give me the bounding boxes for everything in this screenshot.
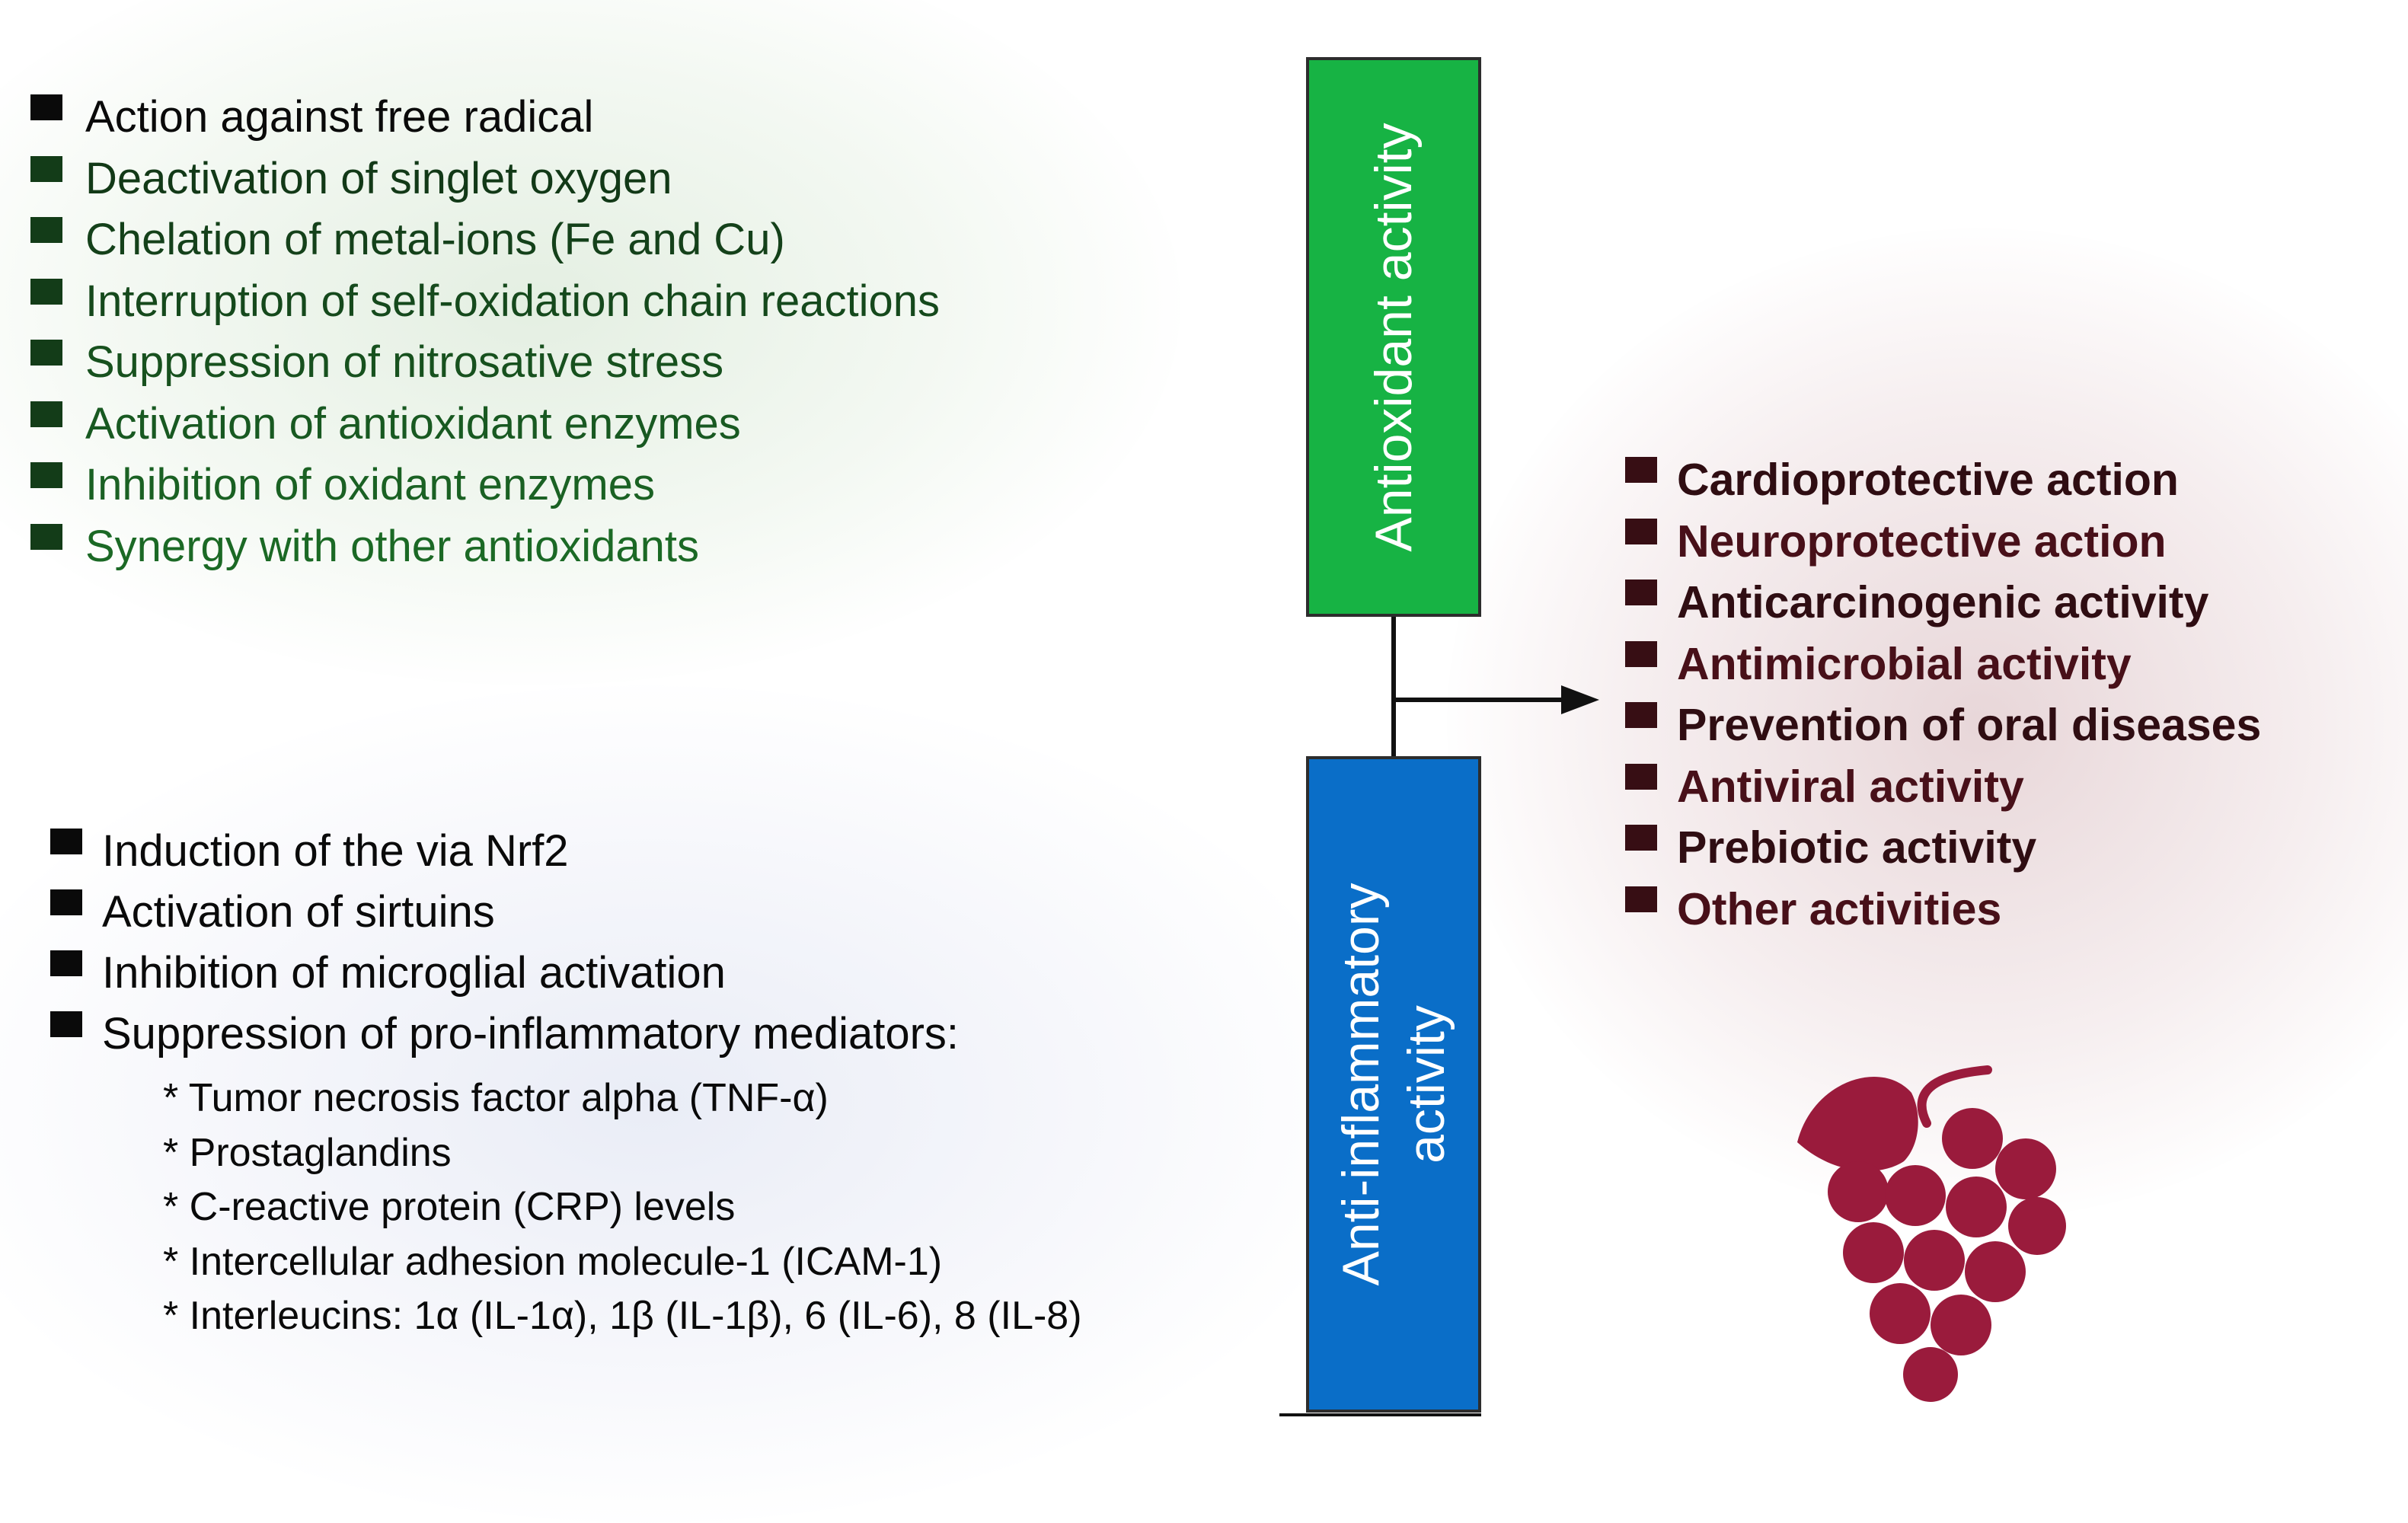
square-bullet-icon (30, 401, 62, 427)
square-bullet-icon (1625, 825, 1657, 851)
list-item: * Intercellular adhesion molecule-1 (ICA… (163, 1239, 943, 1284)
list-item: Interruption of self-oxidation chain rea… (30, 274, 940, 336)
antioxidant-item: Deactivation of singlet oxygen (85, 153, 672, 203)
grape-berry (1942, 1108, 2003, 1169)
list-item: * C-reactive protein (CRP) levels (163, 1185, 736, 1229)
grape-berry (1885, 1165, 1946, 1226)
square-bullet-icon (50, 829, 82, 854)
list-item: Deactivation of singlet oxygen (30, 152, 940, 213)
grape-berry (2008, 1197, 2066, 1255)
grape-leaf (1797, 1077, 1918, 1171)
antioxidant-activity-box: Antioxidant activity (1306, 57, 1481, 617)
list-item: Activation of sirtuins (50, 885, 959, 946)
list-item: Induction of the via Nrf2 (50, 824, 959, 885)
square-bullet-icon (30, 155, 62, 182)
effect-item: Cardioprotective action (1677, 455, 2179, 505)
arrow-head-icon (1561, 685, 1599, 714)
antioxidant-mechanisms-list: Action against free radical Deactivation… (30, 90, 940, 580)
square-bullet-icon (30, 523, 62, 550)
effect-item: Prevention of oral diseases (1677, 700, 2262, 750)
square-bullet-icon (1625, 886, 1657, 912)
list-item: Antiviral activity (1625, 759, 2261, 821)
grape-berry (1946, 1177, 2007, 1237)
grape-berry (1995, 1138, 2056, 1199)
list-item: Suppression of nitrosative stress (30, 335, 940, 397)
effect-item: Antiviral activity (1677, 761, 2024, 812)
square-bullet-icon (1625, 580, 1657, 605)
square-bullet-icon (30, 94, 62, 120)
effect-item: Other activities (1677, 883, 2002, 934)
list-item: Action against free radical (30, 90, 940, 152)
list-item: Suppression of pro-inflammatory mediator… (50, 1007, 959, 1068)
list-item: Prebiotic activity (1625, 820, 2261, 882)
grape-berry (1843, 1222, 1904, 1283)
antioxidant-item: Action against free radical (85, 92, 594, 142)
square-bullet-icon (30, 217, 62, 243)
list-item: Prevention of oral diseases (1625, 698, 2261, 759)
square-bullet-icon (30, 278, 62, 305)
list-item: Activation of antioxidant enzymes (30, 397, 940, 458)
effect-item: Antimicrobial activity (1677, 638, 2132, 689)
antioxidant-item: Inhibition of oxidant enzymes (85, 460, 655, 509)
antioxidant-item: Chelation of metal-ions (Fe and Cu) (85, 215, 785, 264)
square-bullet-icon (1625, 640, 1657, 667)
list-item: Inhibition of oxidant enzymes (30, 458, 940, 519)
effect-item: Prebiotic activity (1677, 822, 2037, 873)
antioxidant-item: Interruption of self-oxidation chain rea… (85, 276, 940, 326)
effect-item: Neuroprotective action (1677, 516, 2167, 567)
grape-icon (1797, 1065, 2066, 1402)
grape-berry (1931, 1295, 1991, 1355)
list-item: Neuroprotective action (1625, 514, 2261, 576)
list-item: * Tumor necrosis factor alpha (TNF-α) (163, 1076, 829, 1120)
grape-berry (1828, 1161, 1889, 1222)
square-bullet-icon (30, 462, 62, 488)
list-item: Cardioprotective action (1625, 452, 2261, 514)
anti-inflammatory-activity-label: Anti-inflammatory activity (1332, 883, 1455, 1286)
anti-inflammatory-item: Induction of the via Nrf2 (102, 826, 569, 876)
anti-inflammatory-mechanisms-list: Induction of the via Nrf2 Activation of … (50, 824, 959, 1068)
list-item: Other activities (1625, 882, 2261, 943)
antioxidant-item: Suppression of nitrosative stress (85, 337, 724, 387)
grape-berry (1870, 1283, 1931, 1344)
grape-berry (1965, 1241, 2026, 1302)
square-bullet-icon (1625, 457, 1657, 483)
square-bullet-icon (1625, 518, 1657, 544)
list-item: Chelation of metal-ions (Fe and Cu) (30, 212, 940, 274)
square-bullet-icon (1625, 702, 1657, 728)
square-bullet-icon (50, 950, 82, 976)
grape-berry (1903, 1347, 1958, 1402)
grape-berry (1904, 1230, 1965, 1291)
effect-item: Anticarcinogenic activity (1677, 577, 2209, 627)
list-item: Synergy with other antioxidants (30, 519, 940, 581)
list-item: * Prostaglandins (163, 1130, 452, 1175)
square-bullet-icon (50, 1011, 82, 1037)
square-bullet-icon (50, 889, 82, 915)
grape-bunch (1797, 1065, 2066, 1402)
anti-inflammatory-item: Activation of sirtuins (102, 887, 495, 937)
antioxidant-item: Activation of antioxidant enzymes (85, 398, 741, 449)
pro-inflammatory-mediators-sublist: * Tumor necrosis factor alpha (TNF-α) * … (163, 1072, 1082, 1345)
anti-inflammatory-item: Suppression of pro-inflammatory mediator… (102, 1009, 960, 1058)
antioxidant-activity-label: Antioxidant activity (1365, 122, 1423, 552)
square-bullet-icon (30, 340, 62, 366)
list-item: * Interleucins: 1α (IL-1α), 1β (IL-1β), … (163, 1294, 1082, 1338)
square-bullet-icon (1625, 763, 1657, 790)
grape-stem (1917, 1065, 1992, 1128)
anti-inflammatory-activity-box: Anti-inflammatory activity (1306, 756, 1481, 1413)
connector-arrow (1279, 617, 1599, 1416)
anti-inflammatory-item: Inhibition of microglial activation (102, 948, 726, 998)
list-item: Antimicrobial activity (1625, 637, 2261, 698)
list-item: Inhibition of microglial activation (50, 946, 959, 1007)
list-item: Anticarcinogenic activity (1625, 575, 2261, 637)
health-effects-list: Cardioprotective action Neuroprotective … (1625, 452, 2261, 943)
antioxidant-item: Synergy with other antioxidants (85, 521, 699, 571)
